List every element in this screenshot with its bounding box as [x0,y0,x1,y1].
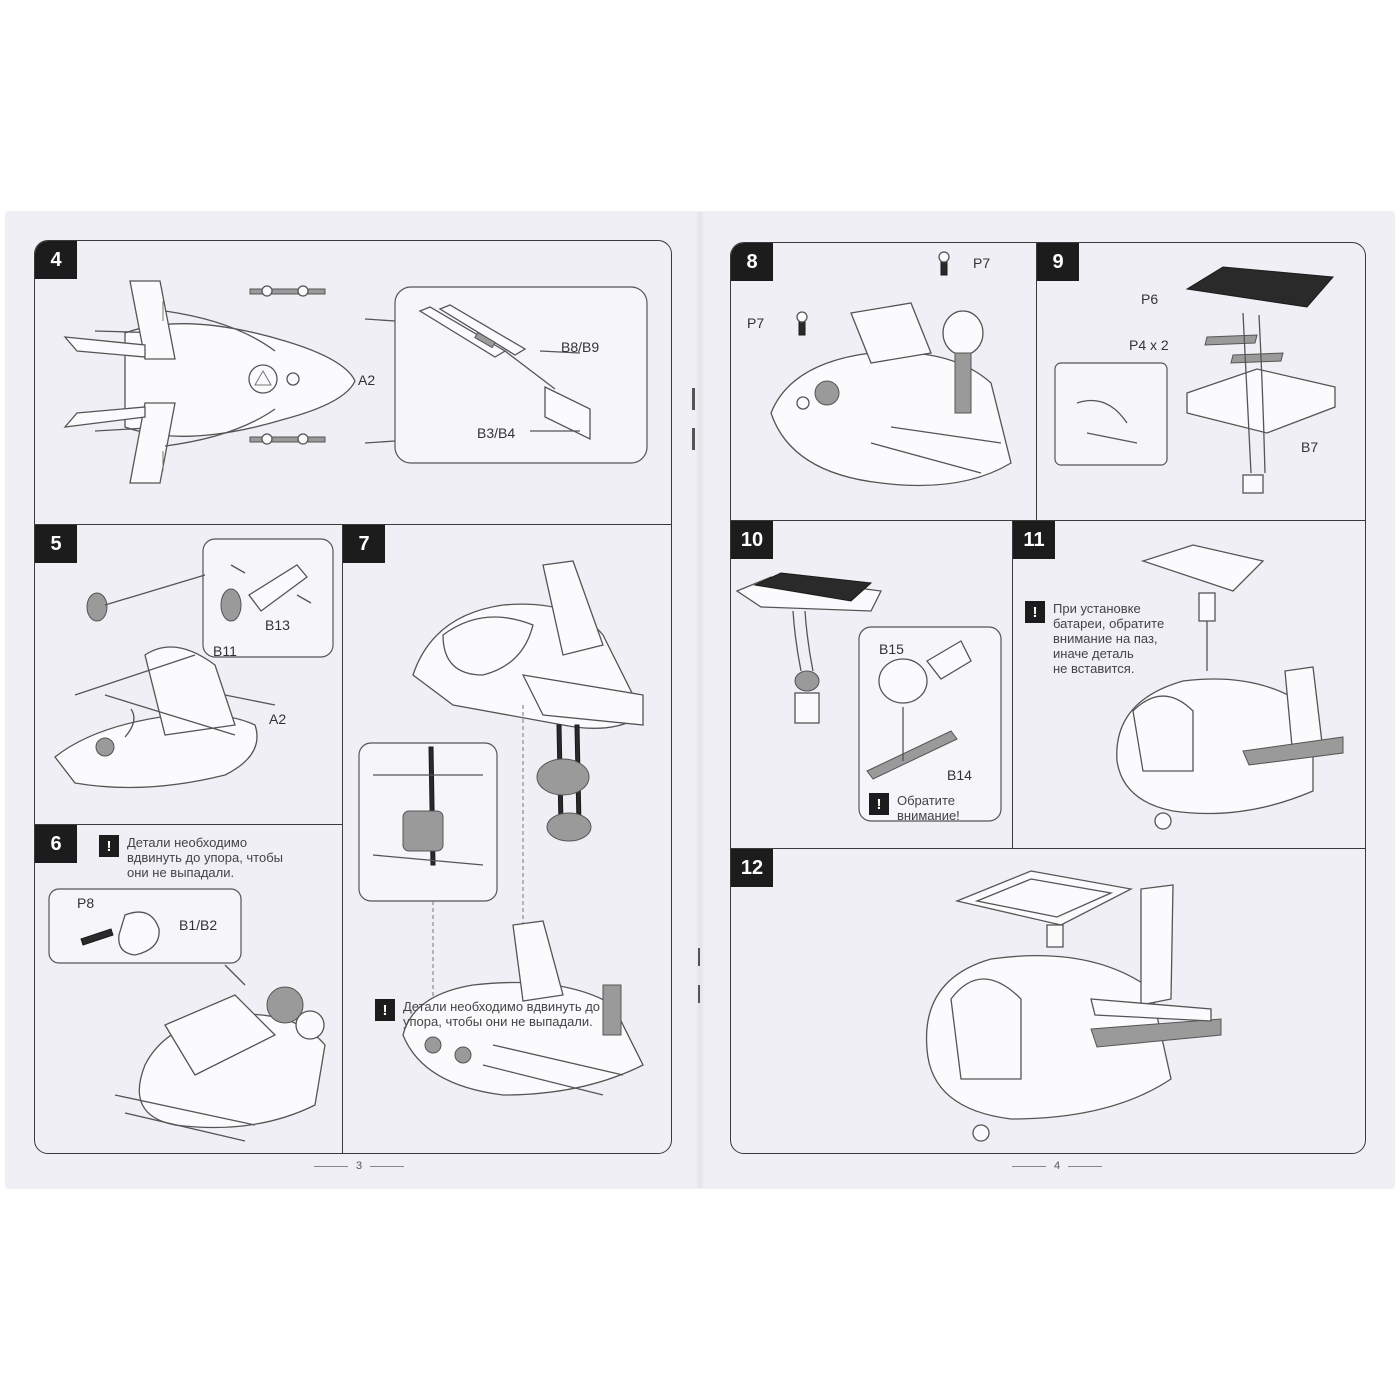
step-8-illustration [770,251,1012,487]
step-6-panel: 6 ! Детали необходимо вдвинуть до упора,… [35,825,343,1153]
gutter-staple-mark [698,948,700,966]
step-number: 5 [35,525,77,563]
warning-icon: ! [869,793,889,815]
page-number-left: 3 [306,1160,412,1172]
step-number: 10 [731,521,773,559]
step-11-panel: 11 ! При установке батареи, обратите вни… [1013,521,1365,849]
step-5-panel: 5 B13 B11 A2 [35,525,343,825]
part-label-p4: P4 x 2 [1129,337,1169,353]
step-number: 4 [35,241,77,279]
step-number: 7 [343,525,385,563]
step-4-panel: 4 A2 [35,241,671,525]
step-4-illustration [63,280,648,484]
part-label-a2: A2 [358,372,376,388]
page-right: 8 P7 P7 9 P6 P4 x 2 B7 [730,242,1366,1154]
step-number: 8 [731,243,773,281]
step-7-warning: ! Детали необходимо вдвинуть до упора, ч… [375,999,600,1029]
step-number: 11 [1013,521,1055,559]
part-label-b13: B13 [265,617,290,633]
step-10-panel: 10 B15 B14 ! Обратите внимание! [731,521,1013,849]
gutter-staple-mark [698,985,700,1003]
warning-text: Детали необходимо вдвинуть до упора, что… [127,835,284,880]
part-label-b3b4: B3/B4 [477,425,516,441]
part-label-b8b9: B8/B9 [561,339,600,355]
booklet-gutter [695,212,705,1188]
step-7-illustration [358,560,644,1096]
step-9-illustration [1054,266,1336,494]
step-6-illustration [48,888,326,1142]
step-11-illustration [1116,544,1344,830]
part-label-b14: B14 [947,767,972,783]
gutter-staple-mark [692,388,695,410]
part-label-a2: A2 [269,711,287,727]
step-11-warning: ! При установке батареи, обратите вниман… [1025,601,1164,676]
page-left: 4 A2 [34,240,672,1154]
warning-icon: ! [1025,601,1045,623]
part-label-b11: B11 [213,643,237,659]
part-label-p8: P8 [77,895,95,911]
warning-icon: ! [99,835,119,857]
warning-icon: ! [375,999,395,1021]
step-7-panel: 7 ! Детали необходимо вдвинуть до упора,… [343,525,671,1153]
part-label-b15: B15 [879,641,904,657]
part-label-p6: P6 [1141,291,1159,307]
gutter-staple-mark [692,428,695,450]
step-10-illustration [735,572,1002,822]
step-5-illustration [54,538,334,789]
step-9-panel: 9 P6 P4 x 2 B7 [1037,243,1365,521]
step-number: 9 [1037,243,1079,281]
part-label-b7: B7 [1301,439,1319,455]
warning-text: Детали необходимо вдвинуть до упора, что… [403,999,601,1029]
warning-text: Обратите внимание! [897,793,960,823]
step-12-panel: 12 [731,849,1365,1153]
part-label-p7: P7 [747,315,765,331]
part-label-b1b2: B1/B2 [179,917,218,933]
step-10-warning: ! Обратите внимание! [869,793,960,823]
step-6-warning: ! Детали необходимо вдвинуть до упора, ч… [99,835,283,880]
warning-text: При установке батареи, обратите внимание… [1053,601,1165,676]
page-number-right: 4 [1004,1160,1110,1172]
step-12-illustration [925,870,1222,1142]
step-number: 6 [35,825,77,863]
step-8-panel: 8 P7 P7 [731,243,1037,521]
step-number: 12 [731,849,773,887]
part-label-p7: P7 [973,255,991,271]
